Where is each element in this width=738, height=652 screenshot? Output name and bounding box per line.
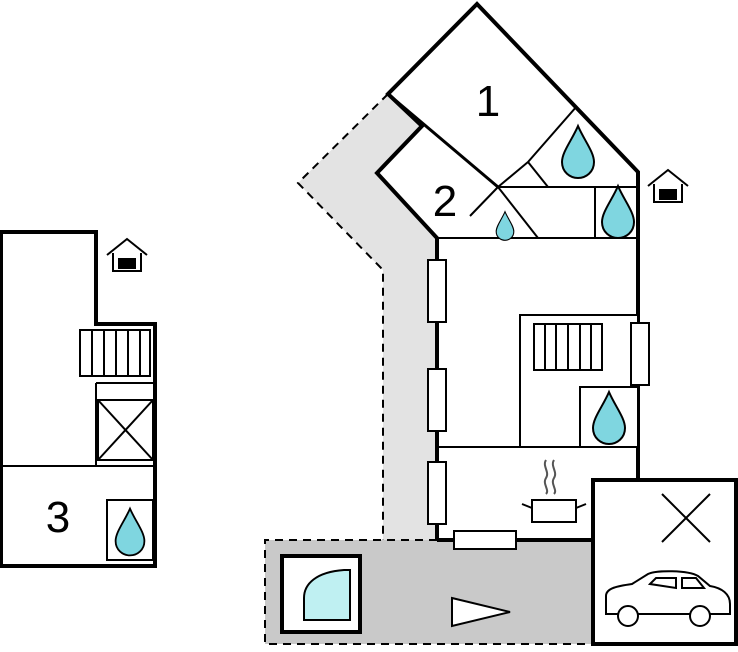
- interior-wall: [497, 161, 529, 188]
- upper-floor-outline: [0, 230, 157, 568]
- window: [427, 461, 447, 525]
- house-level-icon: [106, 238, 148, 272]
- window: [630, 322, 650, 386]
- interior-wall: [497, 186, 539, 239]
- cooking-pot-icon: [521, 459, 587, 523]
- stairs-icon: [533, 323, 603, 371]
- walkway: [298, 94, 437, 540]
- interior-wall: [527, 161, 549, 188]
- interior-wall: [387, 92, 499, 189]
- window: [453, 530, 517, 550]
- car-icon: [605, 570, 731, 627]
- house-level-icon: [647, 169, 689, 203]
- room-3-label: 3: [46, 493, 70, 542]
- interior-wall: [469, 186, 499, 217]
- walkway-edge: [296, 93, 389, 540]
- cross-icon: [661, 493, 711, 543]
- garage: [591, 478, 738, 646]
- entrance-arrow-icon: [451, 596, 511, 628]
- interior-wall: [527, 105, 578, 163]
- cross-icon: [97, 399, 154, 461]
- stairs-icon: [79, 329, 151, 377]
- pool-icon: [280, 554, 362, 634]
- window: [427, 368, 447, 432]
- ground-floor-plan: 1 2: [264, 1, 738, 646]
- room-1-label: 1: [476, 77, 500, 126]
- bathroom-3: [106, 499, 154, 561]
- window: [427, 259, 447, 323]
- upper-floor-plan: 3: [0, 230, 157, 568]
- room-2-label: 2: [433, 177, 457, 226]
